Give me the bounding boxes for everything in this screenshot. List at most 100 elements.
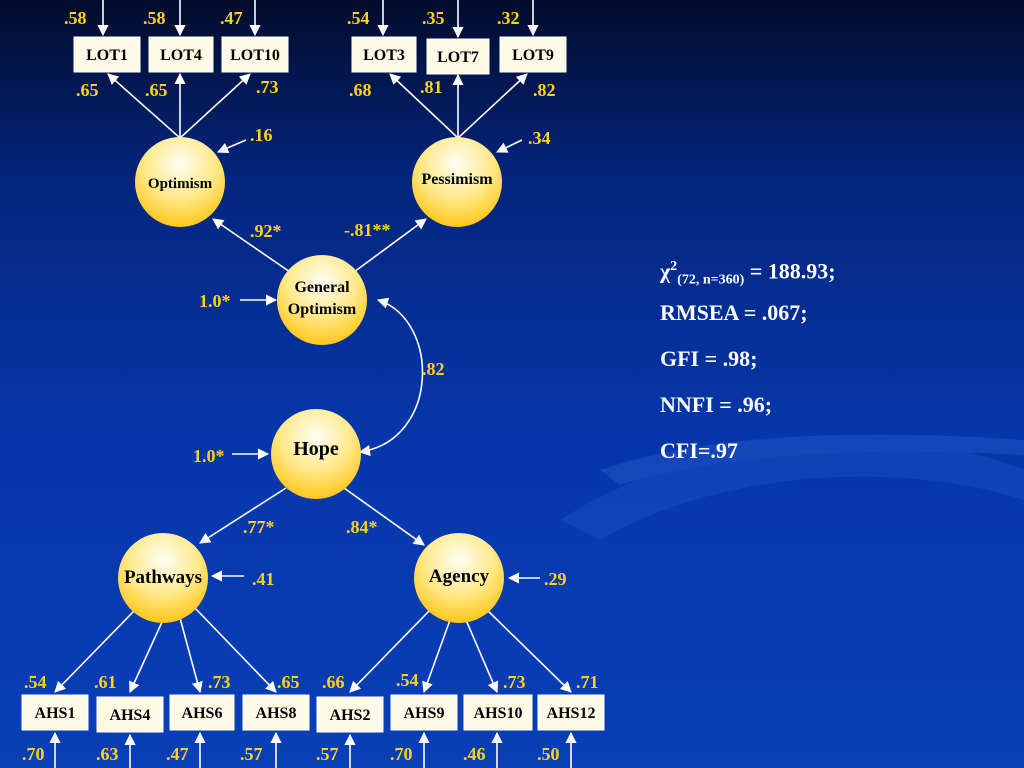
gfi-stat: GFI = .98;: [660, 346, 758, 371]
svg-text:AHS9: AHS9: [404, 705, 445, 722]
chi-symbol: χ: [660, 258, 671, 284]
svg-text:.46: .46: [463, 744, 486, 764]
chi-df-superscript: 2: [670, 259, 678, 274]
svg-text:.57: .57: [240, 744, 263, 764]
svg-text:AHS6: AHS6: [182, 705, 223, 722]
svg-text:AHS1: AHS1: [35, 705, 76, 722]
svg-text:.16: .16: [250, 125, 273, 145]
nnfi-stat: NNFI = .96;: [660, 392, 773, 417]
svg-text:LOT4: LOT4: [160, 47, 202, 64]
svg-text:.50: .50: [537, 744, 560, 764]
svg-text:AHS8: AHS8: [256, 705, 297, 722]
svg-text:LOT1: LOT1: [86, 47, 128, 64]
svg-text:.65: .65: [145, 80, 168, 100]
indicator-ahs2: AHS2: [316, 696, 384, 733]
svg-text:AHS2: AHS2: [330, 707, 371, 724]
indicator-lot4: LOT4: [148, 36, 214, 73]
lot-error-labels: .58 .58 .47 .54 .35 .32: [64, 8, 520, 28]
rmsea-stat: RMSEA = .067;: [660, 300, 808, 325]
indicator-lot7: LOT7: [426, 38, 490, 75]
ahs-error-labels: .70 .63 .47 .57 .57 .70 .46 .50: [22, 744, 560, 764]
indicator-ahs6: AHS6: [169, 694, 235, 731]
chi-square-stat: χ2(72, n=360) = 188.93;: [660, 252, 1000, 298]
svg-text:1.0*: 1.0*: [193, 446, 225, 466]
svg-text:.58: .58: [64, 8, 87, 28]
svg-text:.65: .65: [277, 672, 300, 692]
cfi-stat: CFI=.97: [660, 438, 738, 463]
svg-text:.54: .54: [347, 8, 370, 28]
disturbance-arrows: [210, 139, 540, 584]
latent-optimism: Optimism: [135, 137, 225, 227]
svg-text:.58: .58: [143, 8, 166, 28]
svg-text:.63: .63: [96, 744, 119, 764]
path-labels: .92* -.81** .77* .84* .82 1.0* 1.0*: [193, 220, 445, 537]
indicator-ahs9: AHS9: [390, 694, 458, 731]
svg-text:Pathways: Pathways: [124, 567, 202, 588]
svg-text:.65: .65: [76, 80, 99, 100]
svg-text:.61: .61: [94, 672, 117, 692]
svg-text:Optimism: Optimism: [288, 301, 357, 318]
structural-paths: [199, 218, 427, 546]
indicator-ahs8: AHS8: [242, 694, 310, 731]
svg-text:.66: .66: [322, 672, 345, 692]
svg-text:LOT9: LOT9: [512, 47, 554, 64]
svg-text:.57: .57: [316, 744, 339, 764]
svg-text:AHS12: AHS12: [547, 705, 596, 722]
disturbance-labels: .16 .34 .41 .29: [250, 125, 567, 589]
svg-text:.73: .73: [256, 77, 279, 97]
chi-df-subscript: (72, n=360): [677, 272, 745, 288]
latent-pessimism: Pessimism: [412, 137, 502, 227]
svg-text:.82: .82: [422, 359, 445, 379]
indicator-ahs4: AHS4: [96, 696, 164, 733]
svg-text:.92*: .92*: [250, 221, 282, 241]
lot-loading-labels: .65 .65 .73 .68 .81 .82: [76, 77, 556, 100]
indicator-lot10: LOT10: [221, 36, 289, 73]
indicator-ahs1: AHS1: [21, 694, 89, 731]
svg-text:.84*: .84*: [346, 517, 378, 537]
svg-text:.70: .70: [390, 744, 413, 764]
svg-text:.35: .35: [422, 8, 445, 28]
svg-text:.41: .41: [252, 569, 275, 589]
svg-text:AHS10: AHS10: [474, 705, 523, 722]
svg-text:.29: .29: [544, 569, 567, 589]
fit-statistics: χ2(72, n=360) = 188.93; RMSEA = .067; GF…: [660, 252, 1000, 482]
ahs-error-arrows: [49, 731, 577, 768]
lot-boxes: LOT1 LOT4 LOT10 LOT3 LOT7 LOT9: [73, 36, 567, 75]
svg-text:Pessimism: Pessimism: [421, 171, 493, 188]
svg-text:.77*: .77*: [243, 517, 275, 537]
indicator-ahs12: AHS12: [537, 694, 605, 731]
lot-error-arrows: [97, 0, 539, 39]
svg-text:.47: .47: [166, 744, 189, 764]
svg-text:.54: .54: [24, 672, 47, 692]
lot-loading-arrows: [107, 72, 528, 139]
latent-hope: Hope: [271, 409, 361, 499]
indicator-ahs10: AHS10: [463, 694, 533, 731]
indicator-lot3: LOT3: [351, 36, 417, 73]
latent-pathways: Pathways: [118, 533, 208, 623]
svg-text:1.0*: 1.0*: [199, 291, 231, 311]
svg-text:-.81**: -.81**: [344, 220, 391, 240]
svg-text:Hope: Hope: [293, 438, 339, 460]
latent-agency: Agency: [414, 533, 504, 623]
indicator-lot1: LOT1: [73, 36, 141, 73]
indicator-lot9: LOT9: [499, 36, 567, 73]
svg-text:Optimism: Optimism: [148, 176, 213, 192]
svg-text:LOT10: LOT10: [230, 47, 280, 64]
svg-text:LOT3: LOT3: [363, 47, 405, 64]
svg-text:AHS4: AHS4: [110, 707, 151, 724]
svg-text:.68: .68: [349, 80, 372, 100]
svg-text:General: General: [294, 279, 350, 296]
svg-text:.82: .82: [533, 80, 556, 100]
svg-text:.34: .34: [528, 128, 551, 148]
ahs-boxes: AHS1 AHS4 AHS6 AHS8 AHS2 AHS9 AHS10 AHS1…: [21, 694, 605, 733]
chi-value: = 188.93;: [744, 258, 836, 284]
svg-text:.73: .73: [208, 672, 231, 692]
svg-text:.47: .47: [220, 8, 243, 28]
svg-text:LOT7: LOT7: [437, 49, 479, 66]
latent-general-optimism: General Optimism: [277, 255, 367, 345]
svg-text:.54: .54: [396, 670, 419, 690]
svg-text:.71: .71: [576, 672, 599, 692]
ahs-loading-arrows: [54, 607, 572, 694]
svg-text:Agency: Agency: [429, 566, 490, 587]
